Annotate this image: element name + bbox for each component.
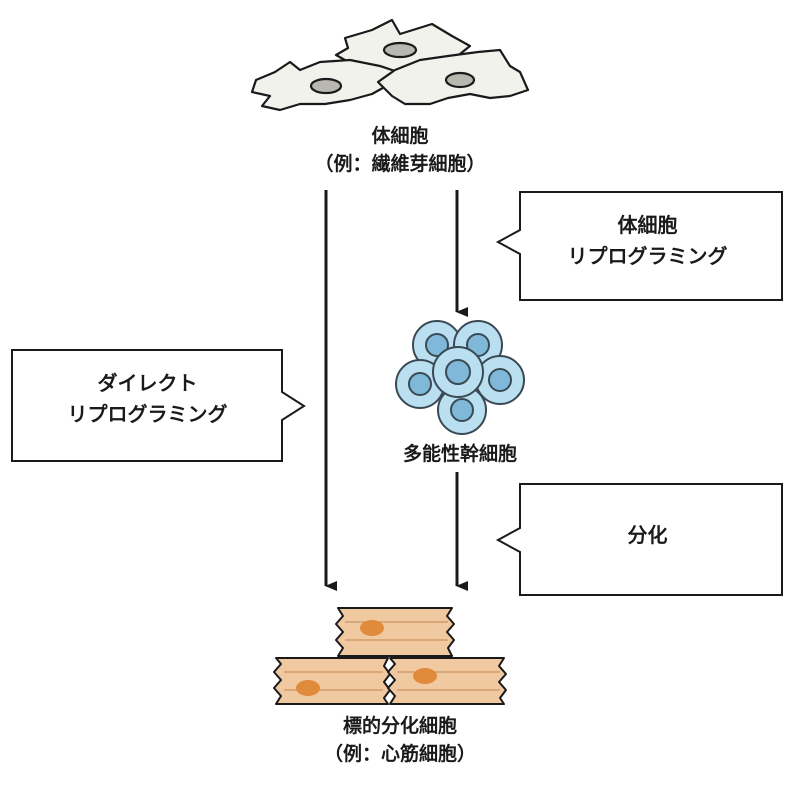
somatic-cell-label: 体細胞 （例：繊維芽細胞） — [250, 122, 550, 178]
target-cell-label: 標的分化細胞 （例：心筋細胞） — [240, 712, 560, 768]
callout-box-direct-reprogramming — [11, 349, 306, 462]
callout-differentiation: 分化 — [520, 520, 775, 551]
fibroblast-illustration — [250, 18, 530, 112]
callout-somatic-reprogramming-line2: リプログラミング — [567, 244, 728, 268]
callout-box-differentiation — [495, 483, 783, 596]
stem-cell-cluster — [395, 320, 525, 435]
callout-differentiation-label: 分化 — [627, 523, 668, 547]
callout-box-somatic-reprogramming — [495, 191, 783, 301]
callout-somatic-reprogramming: 体細胞 リプログラミング — [520, 210, 775, 272]
muscle-cell-top — [335, 607, 455, 657]
stem-cell — [432, 346, 484, 398]
muscle-cell-bottom-left — [273, 657, 391, 705]
fibroblast-nucleus-top — [382, 41, 418, 59]
target-cell-title: 標的分化細胞 — [342, 715, 457, 737]
fibroblast-nucleus-right — [444, 71, 476, 89]
cardiomyocyte-illustration — [273, 607, 507, 705]
callout-direct-reprogramming: ダイレクト リプログラミング — [15, 368, 280, 430]
pluripotent-stem-cell-label: 多能性幹細胞 — [330, 440, 590, 468]
fibroblast-nucleus-left — [309, 77, 343, 95]
callout-somatic-reprogramming-line1: 体細胞 — [617, 213, 678, 237]
muscle-cell-bottom-right — [387, 657, 507, 705]
somatic-cell-example: （例：繊維芽細胞） — [314, 153, 486, 175]
target-cell-example: （例：心筋細胞） — [323, 743, 476, 765]
somatic-cell-title: 体細胞 — [371, 125, 429, 147]
pluripotent-stem-cell-title: 多能性幹細胞 — [402, 443, 517, 465]
callout-direct-reprogramming-line1: ダイレクト — [97, 371, 198, 395]
callout-direct-reprogramming-line2: リプログラミング — [67, 402, 228, 426]
